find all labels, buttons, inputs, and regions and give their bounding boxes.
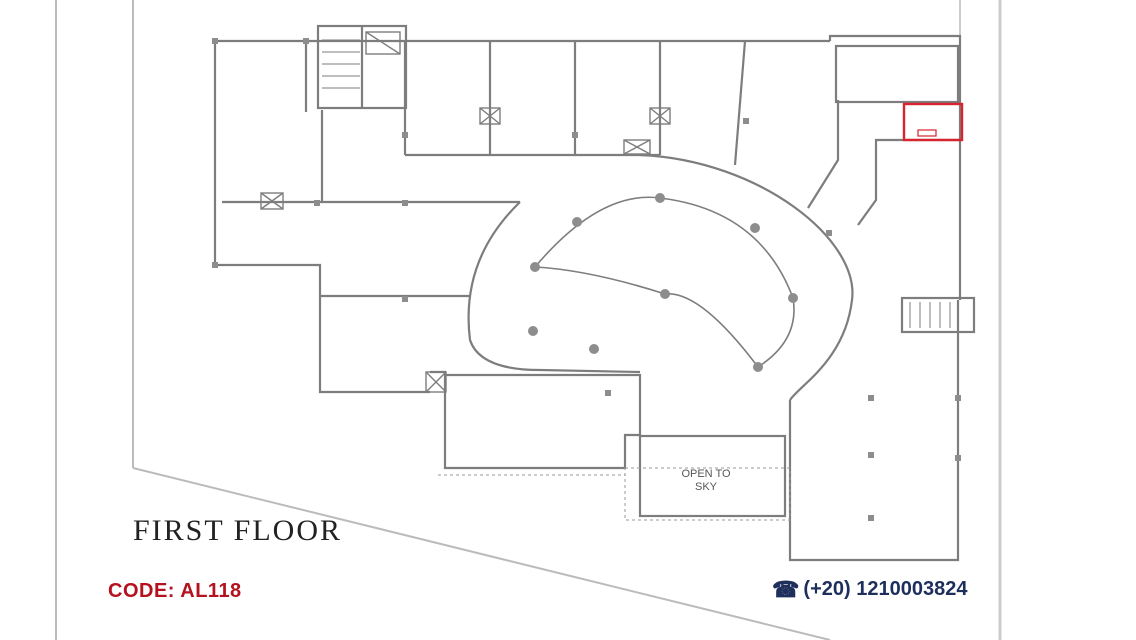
- open-to-sky-area: [638, 434, 787, 518]
- outer-wall-topright: [828, 34, 962, 300]
- shaft-x: [649, 107, 671, 125]
- column-square: [868, 452, 874, 458]
- floor-title: FIRST FLOOR: [133, 514, 343, 547]
- column-square: [314, 200, 320, 206]
- column: [753, 362, 763, 372]
- column-square: [402, 200, 408, 206]
- column: [572, 217, 582, 227]
- column-square: [212, 38, 218, 44]
- column: [660, 289, 670, 299]
- shaft: [425, 371, 447, 393]
- open-area-edge: [624, 467, 791, 521]
- stair-core-right: [900, 296, 976, 334]
- shaft: [649, 107, 671, 125]
- shaft-x: [479, 107, 501, 125]
- shaft-x: [365, 31, 401, 55]
- column: [655, 193, 665, 203]
- atrium-outer-curve: [467, 201, 641, 374]
- column-square: [212, 262, 218, 268]
- lower-shop-walls: [430, 370, 642, 470]
- outer-wall-top: [213, 39, 830, 265]
- left-wing-walls: [215, 263, 430, 394]
- shaft: [365, 31, 401, 55]
- column: [528, 326, 538, 336]
- shaft: [623, 139, 651, 155]
- column-square: [955, 395, 961, 401]
- shaft: [479, 107, 501, 125]
- column: [530, 262, 540, 272]
- highlighted-unit-marker: [917, 129, 937, 137]
- shaft: [260, 192, 284, 210]
- plot-boundary-diagonal: [132, 467, 831, 640]
- telephone-icon: ☎: [772, 576, 800, 602]
- open-to-sky-label-line1: OPEN TO: [681, 468, 731, 480]
- column-square: [955, 455, 961, 461]
- highlighted-unit: [902, 102, 964, 142]
- corridor-right: [807, 100, 960, 226]
- shop-wall-5: [733, 40, 747, 166]
- open-to-sky-label-line2: SKY: [695, 481, 718, 493]
- atrium-void-crescent: [533, 196, 795, 369]
- column-square: [868, 395, 874, 401]
- column-square: [572, 132, 578, 138]
- phone-number: (+20) 1210003824: [803, 578, 968, 600]
- column-square: [826, 230, 832, 236]
- column: [788, 293, 798, 303]
- column: [589, 344, 599, 354]
- column: [750, 223, 760, 233]
- column-square: [402, 132, 408, 138]
- atrium-ring: [639, 153, 854, 401]
- shaft-x: [623, 139, 651, 155]
- contact-phone[interactable]: ☎ (+20) 1210003824: [772, 578, 967, 601]
- property-code: CODE: AL118: [108, 580, 242, 602]
- shaft-x: [260, 192, 284, 210]
- column-square: [303, 38, 309, 44]
- shaft-x: [425, 371, 447, 393]
- toilet-block: [834, 44, 960, 104]
- column-square: [605, 390, 611, 396]
- column-square: [402, 296, 408, 302]
- column-square: [868, 515, 874, 521]
- column-square: [743, 118, 749, 124]
